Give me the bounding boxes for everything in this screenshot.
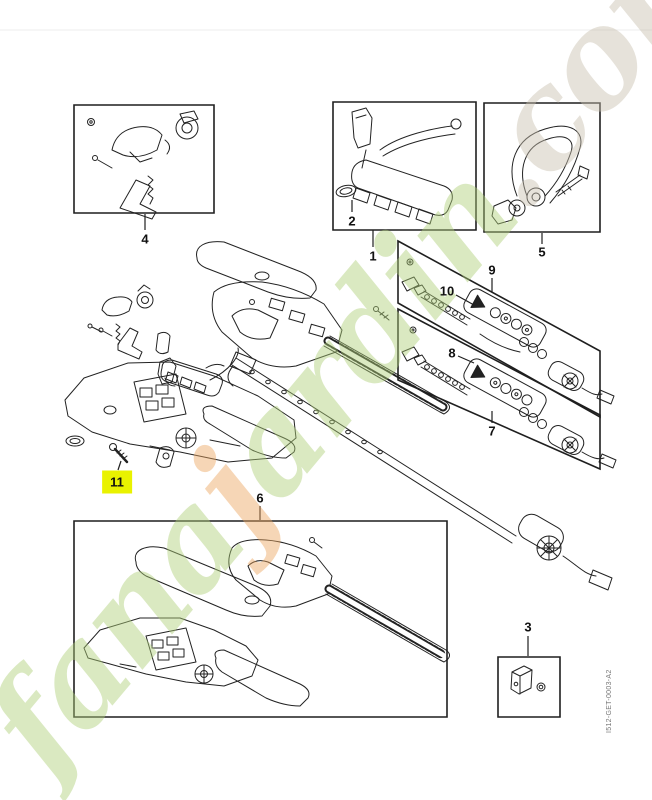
main-assembly-drawing xyxy=(65,242,612,590)
part-label-11[interactable]: 11 xyxy=(102,470,132,494)
tube-box-7-8 xyxy=(398,309,600,469)
doc-code: I512-GET-0003-A2 xyxy=(606,669,613,733)
box-5 xyxy=(484,103,600,232)
box-3-drawing xyxy=(511,666,545,694)
part-label-9[interactable]: 9 xyxy=(488,262,496,278)
group-boxes xyxy=(74,102,600,717)
box-5-drawing xyxy=(492,126,589,224)
part-label-7[interactable]: 7 xyxy=(488,423,496,439)
part-label-1[interactable]: 1 xyxy=(369,248,377,264)
box-2 xyxy=(333,102,476,230)
tube-box-9-10-drawing xyxy=(402,259,614,404)
part-label-10[interactable]: 10 xyxy=(439,283,455,299)
part-label-6[interactable]: 6 xyxy=(256,490,264,506)
part-label-4[interactable]: 4 xyxy=(141,231,149,247)
leader-lines xyxy=(118,200,542,656)
part-label-2[interactable]: 2 xyxy=(348,213,356,229)
part-label-8[interactable]: 8 xyxy=(448,345,456,361)
part-label-5[interactable]: 5 xyxy=(538,244,546,260)
box-6-drawing xyxy=(84,538,450,707)
box-4 xyxy=(74,105,214,213)
box-4-drawing xyxy=(88,111,199,219)
part-label-3[interactable]: 3 xyxy=(524,619,532,635)
box-3 xyxy=(498,657,560,717)
box-6 xyxy=(74,521,447,717)
box-2-drawing xyxy=(335,108,461,224)
